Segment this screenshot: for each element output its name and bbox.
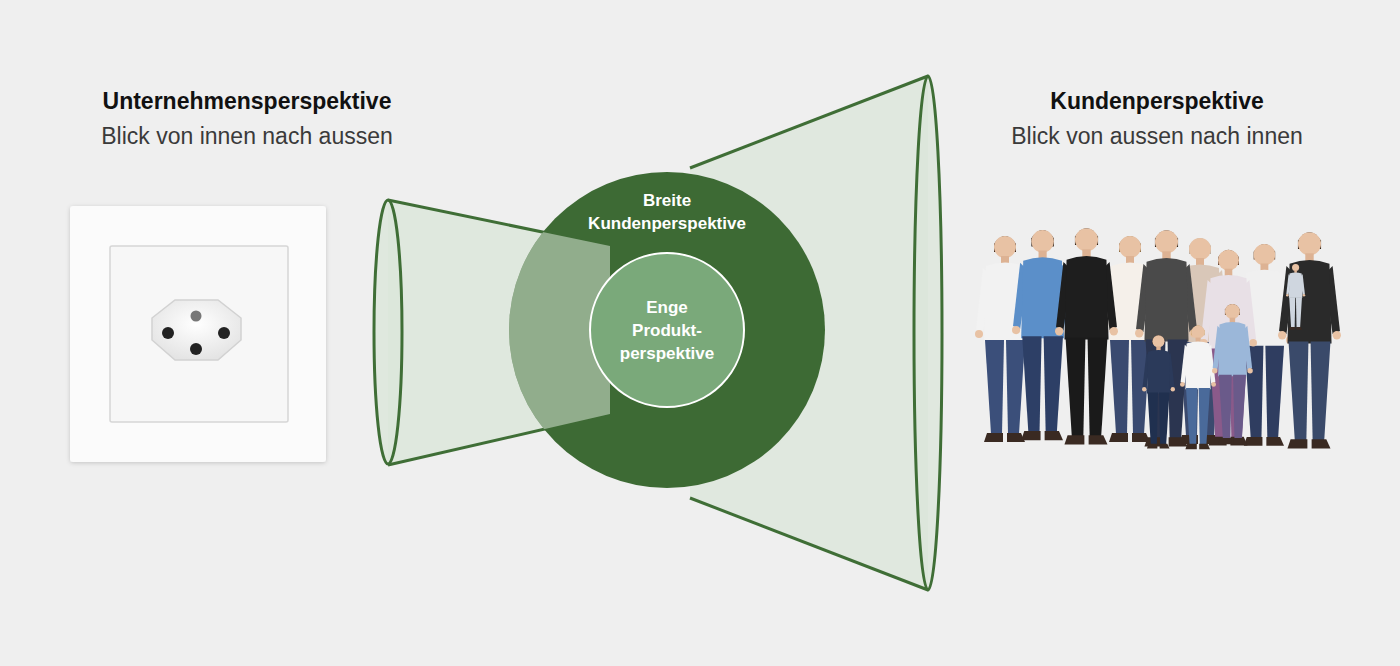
outer-circle: Breite KundenperspektiveEnge Produkt- pe… [509, 172, 825, 488]
cone-overlay [388, 200, 610, 465]
perspective-subtitle: Blick von aussen nach innen [1011, 121, 1303, 151]
perspective-subtitle: Blick von innen nach aussen [101, 121, 393, 151]
perspective-heading: Kundenperspektive [1050, 86, 1263, 116]
people-illustration [975, 228, 1341, 449]
node-text: Enge Produkt- perspektive [615, 296, 719, 365]
socket-illustration [70, 206, 326, 462]
perspective-heading: Unternehmensperspektive [103, 86, 392, 116]
node-text: Breite Kundenperspektive [572, 189, 762, 235]
inner-circle: Enge Produkt- perspektive [589, 252, 745, 408]
